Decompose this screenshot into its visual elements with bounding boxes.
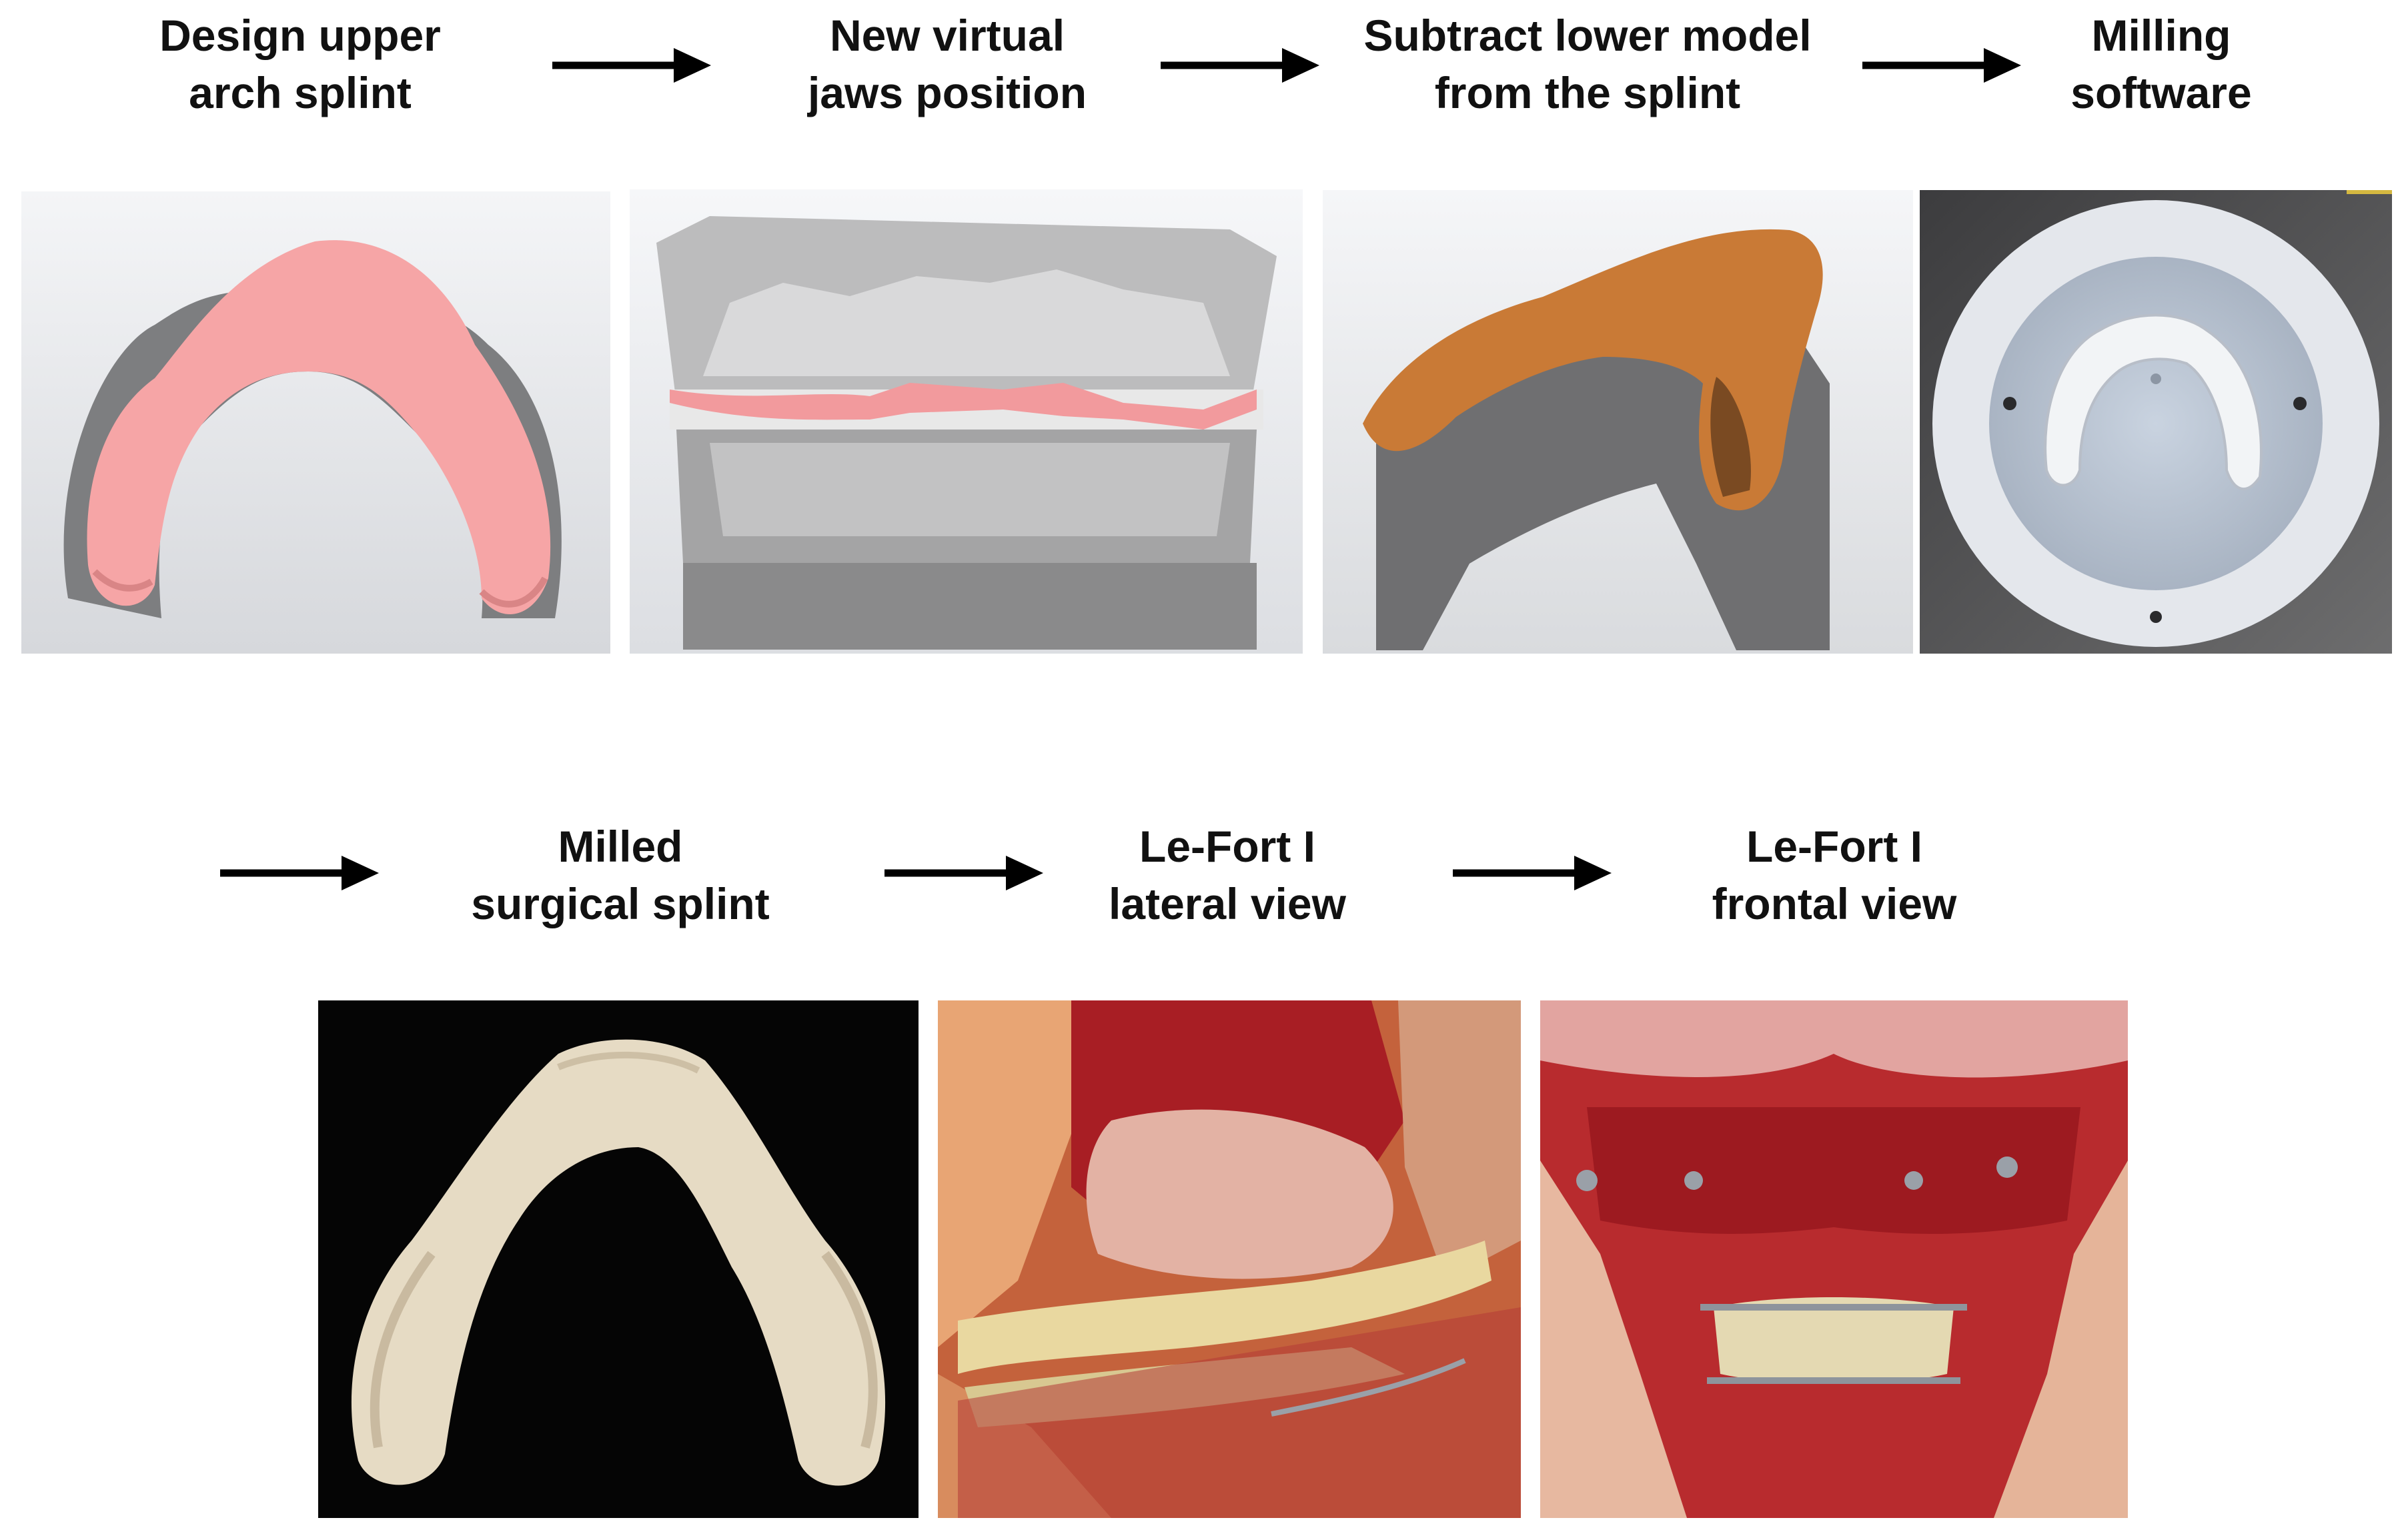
step-label-le-fort-frontal-view: Le-Fort I frontal view [1648, 818, 2021, 932]
image-le-fort-lateral-view [938, 1000, 1521, 1518]
image-le-fort-frontal-view [1540, 1000, 2128, 1518]
step-label-le-fort-lateral-view: Le-Fort I lateral view [1041, 818, 1414, 932]
step-label-line: Le-Fort I [1139, 822, 1315, 871]
arrow-right-icon [552, 48, 711, 83]
image-virtual-jaws-position [630, 189, 1303, 654]
step-label-line: New virtual [829, 11, 1065, 60]
step-label-line: jaws position [807, 68, 1087, 117]
arrow-right-icon [1862, 48, 2021, 83]
arrow-right-icon [1161, 48, 1319, 83]
step-label-new-virtual-jaws-position: New virtual jaws position [740, 7, 1154, 121]
step-label-line: Le-Fort I [1746, 822, 1922, 871]
arrow-right-icon [884, 856, 1043, 890]
step-label-milling-software: Milling software [2014, 7, 2308, 121]
image-upper-arch-splint-design [21, 191, 610, 654]
step-label-line: Subtract lower model [1363, 11, 1812, 60]
image-subtract-lower-model [1323, 190, 1913, 654]
step-label-line: frontal view [1712, 879, 1957, 928]
image-milled-surgical-splint [318, 1000, 919, 1518]
step-label-line: arch splint [189, 68, 412, 117]
step-label-line: lateral view [1109, 879, 1346, 928]
step-label-design-upper-arch-splint: Design upper arch splint [100, 7, 500, 121]
image-milling-software [1920, 190, 2392, 654]
step-label-subtract-lower-model: Subtract lower model from the splint [1307, 7, 1868, 121]
step-label-line: from the splint [1434, 68, 1741, 117]
step-label-line: Milled [558, 822, 683, 871]
step-label-line: software [2070, 68, 2252, 117]
step-label-line: Design upper [159, 11, 441, 60]
step-label-milled-surgical-splint: Milled surgical splint [407, 818, 834, 932]
arrow-right-icon [220, 856, 379, 890]
step-label-line: Milling [2091, 11, 2231, 60]
step-label-line: surgical splint [471, 879, 770, 928]
arrow-right-icon [1453, 856, 1612, 890]
